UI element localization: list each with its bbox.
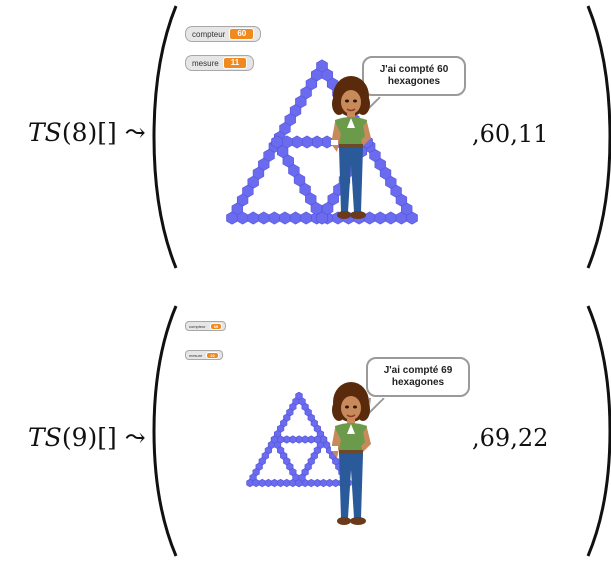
- hexagon-count: 69: [479, 424, 511, 452]
- hexagon-cell: [258, 211, 270, 225]
- hexagon-cell: [293, 173, 306, 187]
- hexagon-cell: [313, 435, 321, 444]
- speech-line: J'ai compté 69: [383, 365, 453, 376]
- character-sprite[interactable]: [325, 380, 377, 532]
- hexagon-cell: [268, 211, 281, 225]
- speech-bubble: J'ai compté 69 hexagones: [366, 357, 470, 397]
- hexagon-cell: [321, 201, 334, 216]
- right-parenthesis: [586, 305, 611, 557]
- hexagon-cell: [300, 211, 312, 225]
- hexagon-cell: [270, 435, 279, 444]
- function-argument: (9): [61, 423, 98, 452]
- left-parenthesis: [152, 5, 178, 269]
- function-argument: (8): [61, 118, 98, 147]
- speech-bubble: J'ai compté 60 hexagones: [362, 56, 466, 96]
- sierpinski-hexagon-drawing: [246, 391, 352, 488]
- watcher-value: 11: [222, 57, 248, 69]
- watcher-value: 69: [209, 322, 223, 330]
- hexagon-cell: [307, 435, 315, 444]
- hexagon-cell: [283, 478, 291, 488]
- hexagon-cell: [283, 435, 291, 444]
- speech-line: J'ai compté 60: [379, 64, 449, 75]
- hexagon-cell: [316, 59, 328, 73]
- hexagon-cell: [226, 211, 238, 225]
- hexagon-cell: [307, 478, 315, 488]
- leads-to-arrow: ⤳: [124, 423, 146, 452]
- hexagon-cell: [271, 135, 283, 149]
- hexagon-cell: [316, 211, 328, 225]
- function-name: TS: [28, 118, 62, 147]
- expression-right: ,69,22: [472, 424, 548, 452]
- variable-watcher-compteur[interactable]: compteur 60: [185, 26, 262, 42]
- expression-left: TS(8)[]⤳: [28, 118, 146, 147]
- hexagon-cell: [258, 478, 266, 488]
- hexagon-cell: [313, 478, 321, 488]
- hexagon-cell: [246, 478, 254, 488]
- variable-watcher-compteur[interactable]: compteur 69: [185, 321, 227, 331]
- hexagon-cell: [289, 435, 297, 444]
- scratch-stage: compteur 69 mesure 22 J'ai compté 69 hex…: [176, 318, 574, 548]
- hexagon-cell: [247, 211, 259, 225]
- hexagon-cell: [327, 192, 339, 206]
- watcher-label: compteur: [189, 323, 206, 329]
- hexagon-count: 60: [479, 120, 511, 148]
- left-parenthesis: [152, 305, 178, 557]
- scratch-stage: compteur 60 mesure 11 J'ai compté 60 hex…: [176, 18, 574, 260]
- hexagon-cell: [385, 211, 397, 225]
- speech-line: hexagones: [387, 76, 441, 87]
- measure-value: 22: [517, 424, 549, 452]
- watcher-label: mesure: [192, 58, 219, 68]
- hexagon-cell: [279, 211, 291, 225]
- hexagon-cell: [281, 135, 293, 149]
- variable-watcher-mesure[interactable]: mesure 11: [185, 55, 255, 71]
- hexagon-cell: [252, 478, 260, 488]
- expression-right: ,60,11: [472, 120, 548, 148]
- watcher-value: 60: [229, 28, 255, 40]
- hexagon-cell: [305, 192, 317, 206]
- watcher-label: mesure: [189, 352, 203, 358]
- right-parenthesis: [586, 5, 611, 269]
- hexagon-cell: [236, 211, 249, 225]
- empty-list: []: [97, 423, 117, 452]
- hexagon-cell: [270, 478, 279, 488]
- measure-value: 11: [517, 120, 549, 148]
- hexagon-cell: [301, 135, 313, 149]
- speech-line: hexagones: [391, 377, 445, 388]
- comma: ,: [472, 120, 480, 148]
- watcher-label: compteur: [192, 29, 226, 39]
- hexagon-cell: [277, 478, 285, 488]
- hexagon-cell: [295, 435, 303, 444]
- empty-list: []: [97, 118, 117, 147]
- comma: ,: [510, 424, 518, 452]
- leads-to-arrow: ⤳: [124, 118, 146, 147]
- hexagon-cell: [277, 435, 285, 444]
- hexagon-cell: [264, 478, 272, 488]
- comma: ,: [472, 424, 480, 452]
- example-row-1: TS(8)[]⤳ compteur 60 mesure 11 J'ai comp…: [0, 0, 611, 275]
- expression-left: TS(9)[]⤳: [28, 423, 146, 452]
- hexagon-cell: [295, 391, 303, 401]
- function-name: TS: [28, 423, 62, 452]
- variable-watcher-mesure[interactable]: mesure 22: [185, 350, 223, 360]
- watcher-value: 22: [206, 351, 219, 359]
- example-row-2: TS(9)[]⤳ compteur 69 mesure 22 J'ai comp…: [0, 300, 611, 562]
- character-sprite[interactable]: [325, 74, 377, 226]
- comma: ,: [510, 120, 518, 148]
- hexagon-cell: [311, 135, 323, 149]
- hexagon-cell: [301, 435, 309, 444]
- hexagon-cell: [291, 135, 303, 149]
- hexagon-cell: [282, 154, 294, 168]
- hexagon-cell: [289, 211, 302, 225]
